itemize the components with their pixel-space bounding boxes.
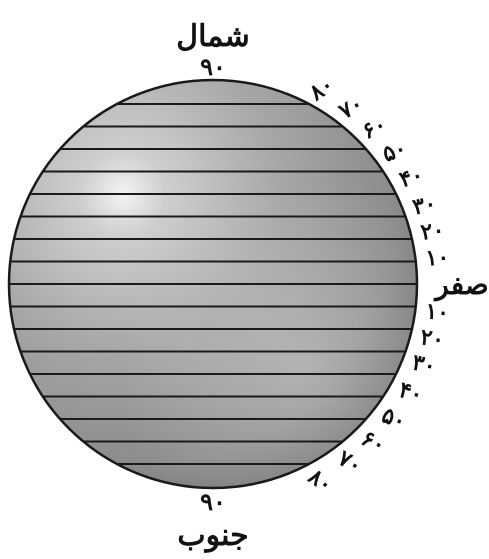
north-latitude-label: ۲۰ — [419, 217, 446, 246]
south-label: جنوب — [177, 518, 248, 553]
north-latitude-label: ۶۰ — [358, 111, 390, 145]
south-latitude-label: ۳۰ — [410, 349, 438, 379]
south-latitude-label: ۲۰ — [419, 324, 446, 353]
south-latitude-label: ۴۰ — [396, 377, 426, 409]
north-latitude-label: ۱۰ — [425, 244, 450, 272]
north-pole-degree: ۹۰ — [200, 52, 226, 81]
north-latitude-label: ۳۰ — [410, 190, 438, 220]
south-pole-degree: ۹۰ — [200, 487, 226, 516]
equator-label: صفر — [433, 268, 488, 302]
south-latitude-label: ۸۰ — [303, 463, 338, 498]
south-latitude-label: ۱۰ — [425, 298, 450, 326]
north-latitude-label: ۵۰ — [379, 135, 410, 168]
north-label: شمال — [176, 19, 249, 54]
south-latitude-label: ۵۰ — [378, 402, 409, 435]
north-latitude-label: ۴۰ — [397, 162, 427, 194]
